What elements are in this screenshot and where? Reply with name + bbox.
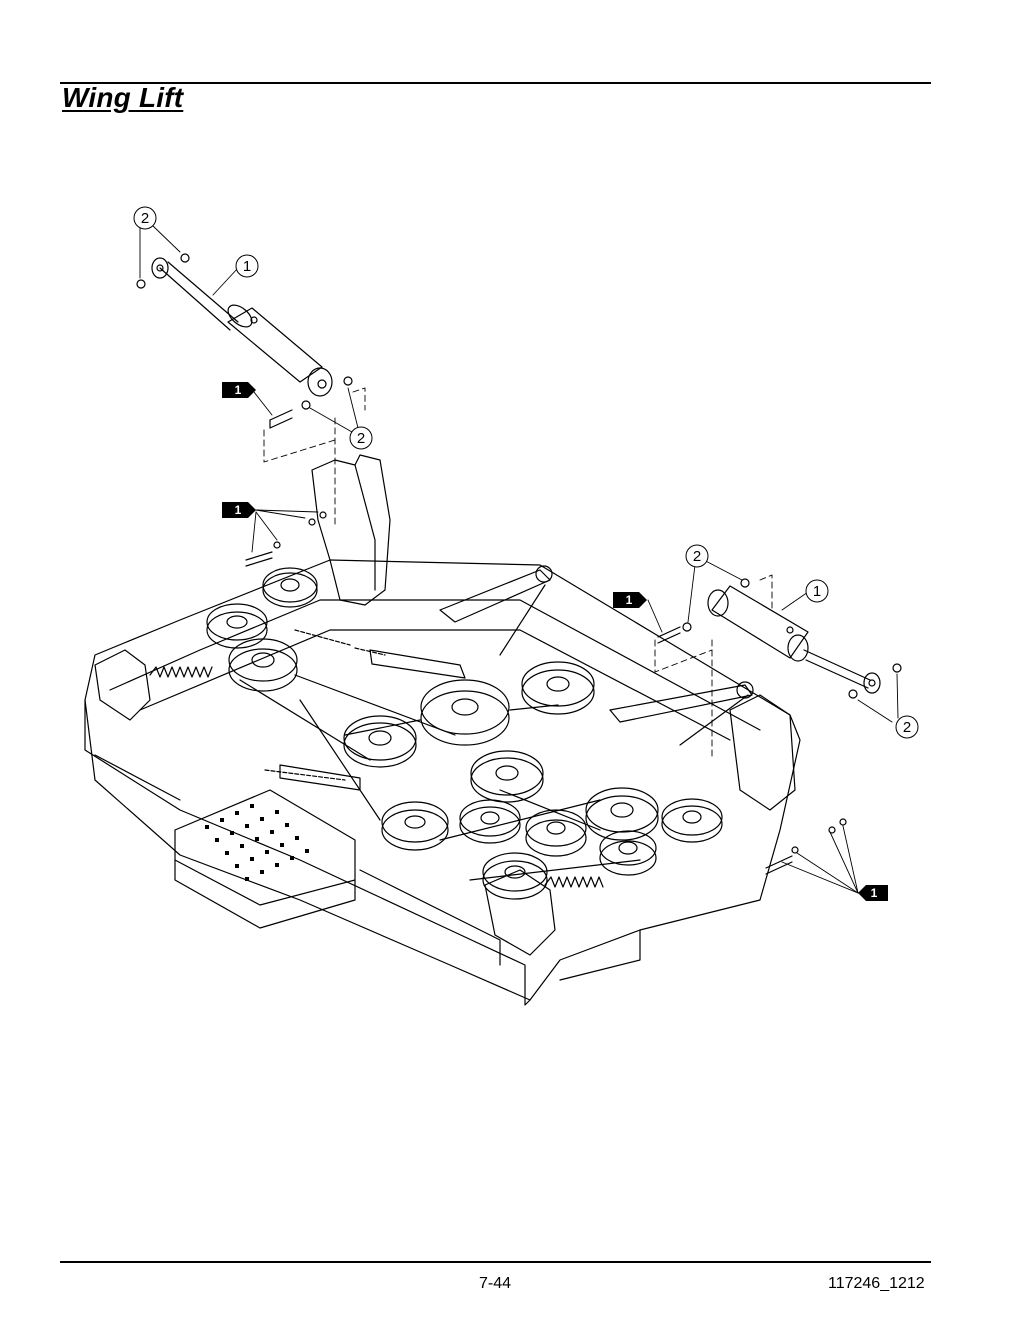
- pulley: [585, 787, 659, 841]
- belts: [239, 674, 641, 881]
- pulleys: [206, 567, 723, 900]
- pulley: [482, 852, 548, 900]
- pins-and-hardware: [245, 409, 847, 875]
- tag-1-upper-left: 1: [222, 382, 256, 398]
- footer-rule: [60, 1261, 931, 1263]
- svg-text:1: 1: [243, 258, 251, 275]
- step-plate: [174, 789, 356, 929]
- pulley: [470, 750, 544, 803]
- right-lift-cylinder: [682, 578, 902, 699]
- pulley: [262, 567, 318, 608]
- circle-callouts: 2 1 2 2 1 2: [133, 206, 919, 739]
- document-number: 117246_1212: [828, 1275, 925, 1292]
- hinge-brackets: [94, 454, 796, 956]
- svg-text:2: 2: [693, 548, 701, 565]
- callout-2-right-end: 2: [895, 715, 919, 739]
- left-lift-cylinder: [136, 253, 353, 410]
- svg-text:1: 1: [626, 593, 633, 607]
- alignment-lines: [263, 387, 773, 761]
- pulley: [228, 638, 298, 692]
- tag-1-lower-right: 1: [858, 885, 888, 901]
- lift-arms: [279, 565, 754, 791]
- pulley: [661, 798, 723, 843]
- callout-1-right-cylinder: 1: [805, 579, 829, 603]
- page-number: 7-44: [479, 1275, 512, 1292]
- svg-text:2: 2: [141, 210, 149, 227]
- svg-text:1: 1: [235, 383, 242, 397]
- mower-deck: [84, 559, 801, 1006]
- svg-text:1: 1: [235, 503, 242, 517]
- pulley: [599, 830, 657, 876]
- pulley: [521, 661, 595, 715]
- header-rule: [60, 82, 931, 84]
- svg-text:2: 2: [903, 719, 911, 736]
- springs: [149, 666, 604, 888]
- pulley: [206, 603, 268, 649]
- pulley: [525, 809, 587, 857]
- reference-tags: 1 1 1 1: [222, 382, 888, 901]
- leader-lines: [139, 224, 899, 894]
- pulley: [343, 715, 417, 768]
- pulley: [381, 801, 449, 851]
- callout-2-right-top: 2: [685, 544, 709, 568]
- svg-text:1: 1: [813, 583, 821, 600]
- svg-text:1: 1: [871, 886, 878, 900]
- callout-1-left-cylinder: 1: [235, 254, 259, 278]
- callout-2-left-base: 2: [349, 426, 373, 450]
- callout-2-top-left: 2: [133, 206, 157, 230]
- svg-text:2: 2: [357, 430, 365, 447]
- pulley: [459, 799, 521, 844]
- tag-1-right: 1: [613, 592, 647, 608]
- page-title: Wing Lift: [62, 82, 184, 113]
- pulley: [420, 679, 510, 746]
- tag-1-mid-left: 1: [222, 502, 256, 518]
